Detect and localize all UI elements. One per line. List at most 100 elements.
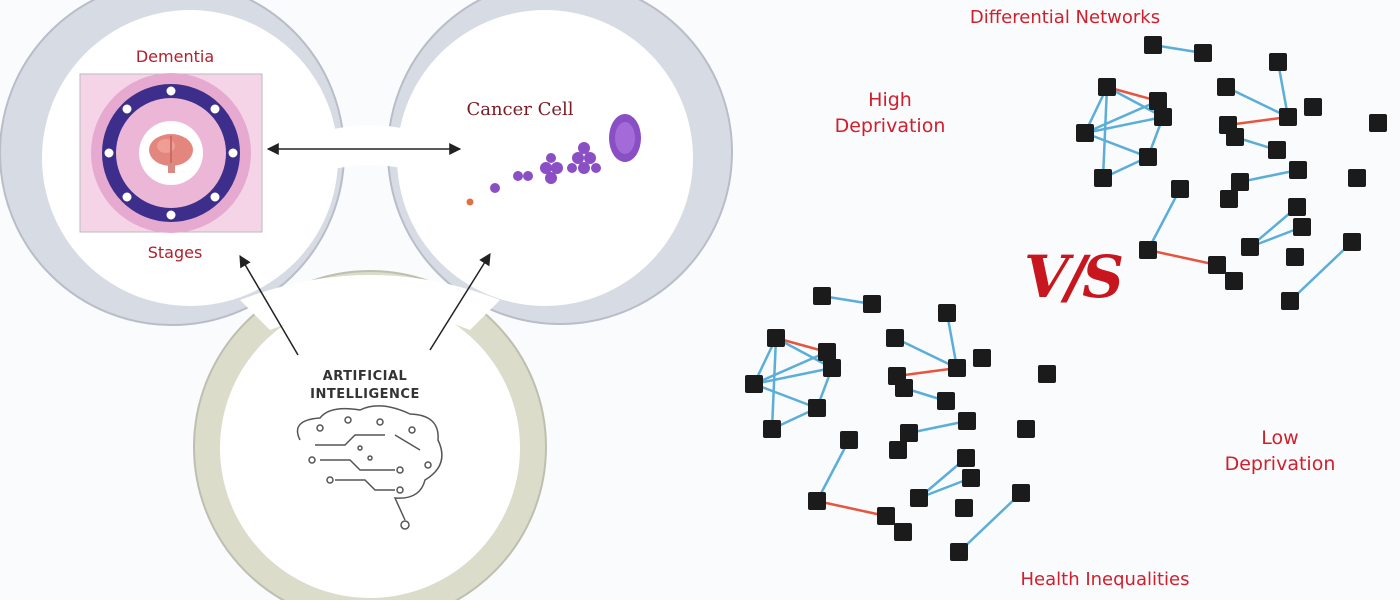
- low-deprivation-edge: [896, 366, 958, 378]
- high-deprivation-edge: [1101, 86, 1109, 179]
- high-deprivation-edge: [1147, 248, 1218, 267]
- low-deprivation-node: [895, 379, 913, 397]
- high-deprivation-edge: [1239, 168, 1299, 184]
- low-deprivation-edge: [753, 382, 818, 410]
- network-nodes-low-deprivation: [745, 287, 1056, 561]
- high-deprivation-node: [1288, 198, 1306, 216]
- low-deprivation-node: [1017, 420, 1035, 438]
- high-deprivation-line2: Deprivation: [834, 114, 946, 137]
- high-deprivation-node: [1289, 161, 1307, 179]
- low-deprivation-edge: [816, 499, 887, 518]
- high-deprivation-node: [1220, 190, 1238, 208]
- differential-networks-label: Differential Networks: [969, 7, 1161, 28]
- low-deprivation-node: [1038, 365, 1056, 383]
- low-deprivation-node: [950, 543, 968, 561]
- vs-label: V/S: [1023, 243, 1124, 311]
- high-deprivation-node: [1076, 124, 1094, 142]
- high-deprivation-node: [1208, 256, 1226, 274]
- low-deprivation-node: [962, 469, 980, 487]
- lobe-bridge: [240, 275, 500, 330]
- low-deprivation-node: [840, 431, 858, 449]
- low-deprivation-label: Low Deprivation: [1190, 426, 1370, 477]
- connector-arrows: [239, 143, 491, 356]
- high-deprivation-node: [1225, 272, 1243, 290]
- high-deprivation-edge: [1084, 131, 1149, 159]
- low-deprivation-node: [900, 424, 918, 442]
- low-deprivation-node: [958, 412, 976, 430]
- cancer-cell-progression-icon: [466, 114, 641, 206]
- stage-markers: [103, 85, 239, 221]
- high-deprivation-edge: [1106, 85, 1164, 119]
- high-deprivation-node: [1304, 98, 1322, 116]
- ai-label-line2: INTELLIGENCE: [310, 386, 420, 402]
- high-deprivation-edge: [1289, 241, 1353, 302]
- ai-to-cancer-arrow: [429, 252, 491, 351]
- low-deprivation-node: [948, 359, 966, 377]
- low-deprivation-node: [813, 287, 831, 305]
- high-deprivation-line1: High: [868, 89, 912, 111]
- high-deprivation-edge: [1225, 85, 1289, 119]
- low-deprivation-edge: [908, 419, 968, 435]
- low-deprivation-node: [894, 523, 912, 541]
- low-deprivation-node: [818, 343, 836, 361]
- low-deprivation-node: [938, 304, 956, 322]
- high-deprivation-node: [1154, 108, 1172, 126]
- high-deprivation-node: [1094, 169, 1112, 187]
- high-deprivation-node: [1348, 169, 1366, 187]
- high-deprivation-node: [1194, 44, 1212, 62]
- low-deprivation-node: [863, 295, 881, 313]
- high-deprivation-node: [1279, 108, 1297, 126]
- high-deprivation-node: [1231, 173, 1249, 191]
- low-deprivation-node: [886, 329, 904, 347]
- low-deprivation-node: [889, 441, 907, 459]
- low-deprivation-edge: [753, 366, 833, 386]
- cancer-lobe: [387, 0, 733, 325]
- low-deprivation-edge: [815, 439, 851, 502]
- health-inequalities-label: Health Inequalities: [1020, 569, 1190, 590]
- low-deprivation-edge: [958, 492, 1022, 553]
- high-deprivation-node: [1369, 114, 1387, 132]
- low-deprivation-edge: [894, 336, 958, 370]
- low-deprivation-node: [955, 499, 973, 517]
- high-deprivation-label: High Deprivation: [800, 88, 980, 139]
- high-deprivation-node: [1241, 238, 1259, 256]
- high-deprivation-node: [1098, 78, 1116, 96]
- high-deprivation-node: [1226, 128, 1244, 146]
- high-deprivation-node: [1139, 241, 1157, 259]
- low-deprivation-node: [957, 449, 975, 467]
- high-deprivation-edge: [1084, 115, 1164, 135]
- high-deprivation-node: [1268, 141, 1286, 159]
- high-deprivation-edge: [1227, 115, 1289, 127]
- low-deprivation-line2: Deprivation: [1224, 452, 1336, 475]
- high-deprivation-node: [1343, 233, 1361, 251]
- ai-to-dementia-arrow: [239, 254, 299, 356]
- low-deprivation-line1: Low: [1261, 427, 1299, 449]
- high-deprivation-node: [1171, 180, 1189, 198]
- lobe-bridge-top: [300, 125, 440, 180]
- low-deprivation-node: [808, 492, 826, 510]
- network-nodes-high-deprivation: [1076, 36, 1387, 310]
- low-deprivation-edge: [753, 350, 828, 386]
- high-deprivation-node: [1269, 53, 1287, 71]
- high-deprivation-node: [1293, 218, 1311, 236]
- high-deprivation-edge: [1146, 188, 1182, 251]
- high-deprivation-node: [1281, 292, 1299, 310]
- low-deprivation-node: [767, 329, 785, 347]
- low-deprivation-node: [745, 375, 763, 393]
- low-deprivation-node: [1012, 484, 1030, 502]
- low-deprivation-node: [973, 349, 991, 367]
- dementia-stages-image: [79, 73, 263, 233]
- high-deprivation-node: [1139, 148, 1157, 166]
- low-deprivation-node: [763, 420, 781, 438]
- high-deprivation-node: [1149, 92, 1167, 110]
- dementia-label: Dementia: [135, 47, 215, 66]
- high-deprivation-node: [1144, 36, 1162, 54]
- low-deprivation-node: [808, 399, 826, 417]
- circuit-brain-icon: [296, 405, 443, 530]
- ai-label: ARTIFICIAL INTELLIGENCE: [280, 368, 450, 403]
- cancer-cell-label: Cancer Cell: [466, 99, 574, 120]
- high-deprivation-edge: [1276, 61, 1290, 118]
- stages-label: Stages: [147, 243, 203, 262]
- high-deprivation-node: [1286, 248, 1304, 266]
